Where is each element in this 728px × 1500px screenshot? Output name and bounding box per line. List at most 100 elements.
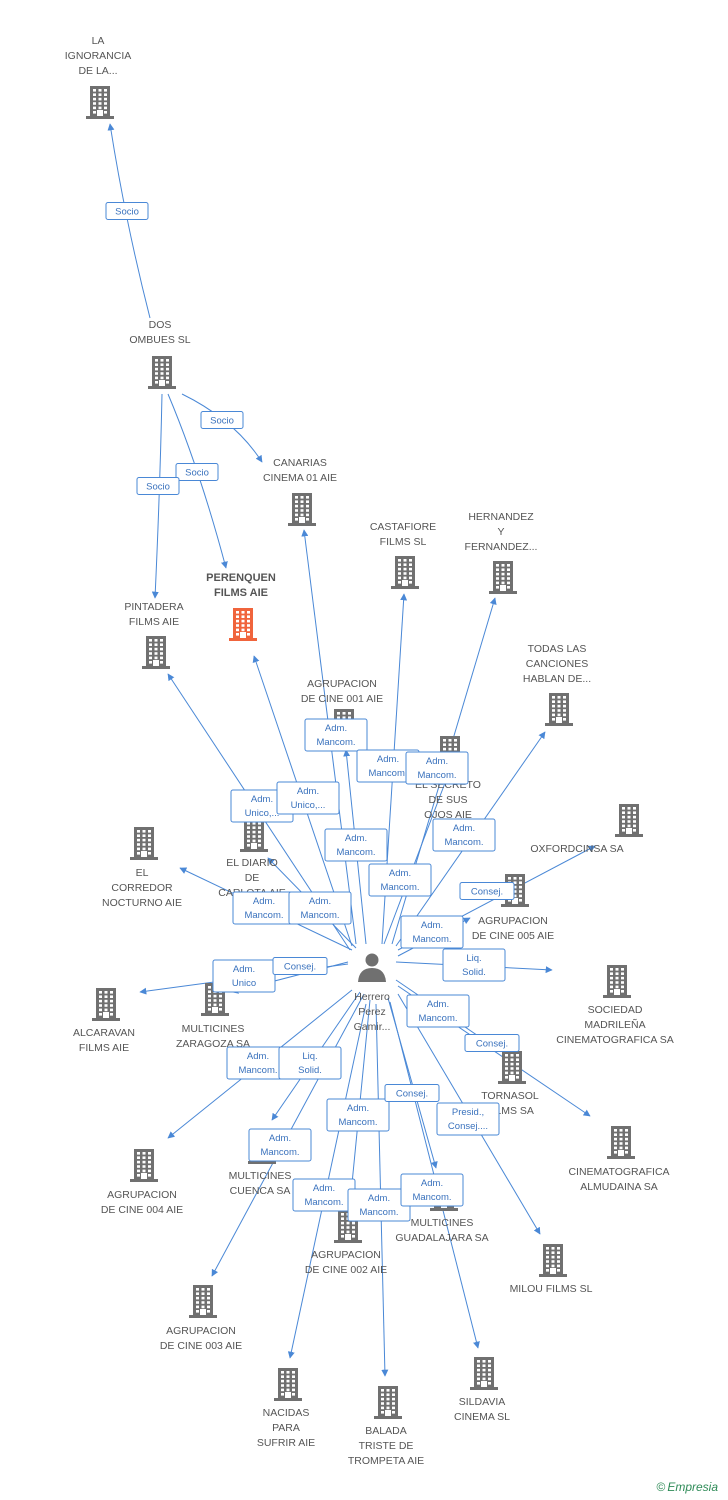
building-door <box>200 1309 206 1315</box>
relation-badge[interactable]: Adm.Mancom. <box>405 751 469 785</box>
relation-label: Unico,... <box>291 800 326 811</box>
relation-badge[interactable]: Socio <box>175 463 219 481</box>
building-window <box>443 739 446 742</box>
badges-layer: SocioSocioSocioSocioAdm.Unico,...Adm.Uni… <box>105 202 520 1222</box>
building-window <box>110 991 113 994</box>
building-window <box>381 1402 384 1405</box>
relation-badge[interactable]: Adm.Mancom. <box>406 994 470 1028</box>
building-base <box>130 1179 158 1182</box>
building-window <box>392 1389 395 1392</box>
building-window <box>448 739 452 742</box>
building-window <box>615 981 619 984</box>
node-label: TORNASOL <box>481 1090 539 1102</box>
relation-badge[interactable]: Liq.Solid. <box>278 1046 342 1080</box>
building-window <box>247 822 250 825</box>
building-window <box>633 829 636 832</box>
building-door <box>626 828 632 834</box>
building-window <box>622 820 625 823</box>
relation-badge[interactable]: Consej. <box>459 882 515 900</box>
relation-badge[interactable]: Socio <box>136 477 180 495</box>
building-window <box>196 1292 199 1295</box>
relation-badge[interactable]: Adm.Mancom. <box>226 1046 290 1080</box>
building-door <box>285 1392 291 1398</box>
relation-badge[interactable]: Consej. <box>272 957 328 975</box>
building-door <box>141 851 147 857</box>
relation-badge[interactable]: Adm.Mancom. <box>232 891 296 925</box>
relation-badge-box <box>175 463 219 481</box>
relation-badge[interactable]: Adm.Mancom. <box>324 828 388 862</box>
relation-badge[interactable]: Adm.Mancom. <box>368 863 432 897</box>
relation-label: Socio <box>210 416 234 427</box>
relation-badge[interactable]: Presid.,Consej.... <box>436 1102 500 1136</box>
relation-badge[interactable]: Adm.Mancom. <box>304 718 368 752</box>
building-window <box>300 504 304 508</box>
building-window <box>482 1368 486 1372</box>
relation-badge[interactable]: Adm.Mancom. <box>432 818 496 852</box>
node-hernandez[interactable]: HERNANDEZYFERNANDEZ... <box>465 511 538 594</box>
building-window <box>409 581 412 584</box>
node-person[interactable]: HerreroPerezGamir... <box>354 953 391 1034</box>
relation-badge[interactable]: Adm.Mancom. <box>400 915 464 949</box>
node-diario[interactable]: EL DIARIODECARLOTA AIE <box>218 819 286 899</box>
relation-label: Adm. <box>368 1193 390 1204</box>
building-window <box>93 97 96 101</box>
building-window <box>627 824 631 828</box>
relation-badge[interactable]: Consej. <box>384 1084 440 1102</box>
relation-label: Liq. <box>466 953 481 964</box>
relation-badge-box <box>442 948 506 982</box>
relation-badge[interactable]: Adm. Mancom. <box>288 891 352 925</box>
relation-label: Adm. <box>345 833 367 844</box>
relation-label: Adm. <box>247 1051 269 1062</box>
building-window <box>341 1226 344 1229</box>
building-window <box>488 1364 491 1367</box>
node-oxfordcinsa[interactable]: OXFORDCINSA SA <box>530 804 643 855</box>
building-window <box>633 824 636 828</box>
relation-label: Adm. <box>309 896 331 907</box>
relation-badge-box <box>406 994 470 1028</box>
relation-badge[interactable]: Adm.Unico,... <box>276 781 340 815</box>
building-window <box>160 661 163 664</box>
relation-badge[interactable]: Adm.Mancom. <box>400 1173 464 1207</box>
building-window <box>154 652 158 655</box>
building-window <box>93 102 96 105</box>
building-window <box>403 576 407 580</box>
relation-badge[interactable]: Liq.Solid. <box>442 948 506 982</box>
building-window <box>196 1288 199 1291</box>
building-window <box>110 1013 113 1016</box>
relation-badge[interactable]: Adm.Mancom. <box>292 1178 356 1212</box>
node-milou[interactable]: MILOU FILMS SL <box>510 1244 593 1295</box>
building-window <box>546 1260 549 1263</box>
relation-badge[interactable]: Adm.Mancom. <box>326 1098 390 1132</box>
relation-badge[interactable]: Consej. <box>464 1034 520 1052</box>
relation-badge[interactable]: Socio <box>200 411 244 429</box>
building-window <box>247 624 250 627</box>
relation-badge[interactable]: Socio <box>105 202 149 220</box>
building-window <box>622 811 625 814</box>
relation-label: Mancom. <box>300 910 339 921</box>
building-window <box>482 1364 486 1367</box>
building-window <box>306 500 309 503</box>
building-window <box>295 509 298 512</box>
relation-badge-box <box>212 959 276 993</box>
relation-badge[interactable]: Adm.Mancom. <box>248 1128 312 1162</box>
building-window <box>148 852 151 855</box>
relation-badge[interactable]: Adm.Unico <box>212 959 276 993</box>
building-window <box>477 1373 480 1376</box>
